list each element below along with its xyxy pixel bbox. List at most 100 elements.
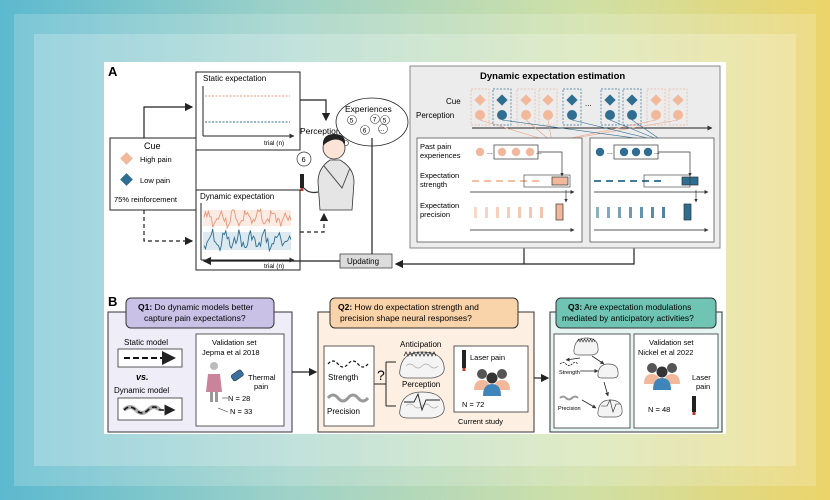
perception-dot bbox=[543, 110, 553, 120]
bubble-num-3-text: 5 bbox=[383, 118, 387, 125]
past-pain-label-1: Past pain bbox=[420, 142, 451, 151]
precision-bar bbox=[651, 207, 654, 218]
exp-precision-label-1: Expectation bbox=[420, 201, 459, 210]
exp-precision-label-2: precision bbox=[420, 210, 450, 219]
q1-line-2: capture pain expectations? bbox=[144, 313, 246, 323]
perception-dot bbox=[627, 110, 637, 120]
q3-validation-label: Validation set bbox=[649, 338, 694, 347]
person-sweater-stripe bbox=[323, 165, 351, 189]
jepma-label: Jepma et al 2018 bbox=[202, 348, 260, 357]
question-mark: ? bbox=[377, 367, 385, 383]
high-pain-subpanel-content: ...... bbox=[470, 144, 575, 232]
dynamic-model-label: Dynamic model bbox=[114, 386, 169, 395]
trial-frame bbox=[538, 88, 558, 126]
q3-strength-label: Strength bbox=[559, 370, 580, 376]
past-dot bbox=[475, 147, 485, 157]
bubble-num-4 bbox=[360, 125, 370, 135]
past-dot bbox=[511, 147, 521, 157]
mediation-brain-bottom bbox=[597, 399, 623, 418]
head-number-bubble bbox=[296, 151, 312, 167]
perception-dot bbox=[567, 110, 577, 120]
dots-ellipsis: ... bbox=[487, 149, 493, 156]
nickel-label: Nickel et al 2022 bbox=[638, 348, 693, 357]
q3-header bbox=[555, 297, 717, 329]
q3-line-1: Q3: Are expectation modulations bbox=[568, 302, 691, 312]
person-hair bbox=[322, 134, 346, 146]
high-pain-diamond bbox=[120, 152, 133, 165]
q3-arrow-2 bbox=[591, 355, 605, 365]
exp-strength-label-1: Expectation bbox=[420, 171, 459, 180]
laser-device bbox=[300, 174, 304, 188]
dynamic-axis-label: trial (n) bbox=[264, 263, 284, 270]
thermal-label-2: pain bbox=[254, 382, 268, 391]
precision-current bbox=[683, 203, 692, 221]
dots-ellipsis-2: ... bbox=[536, 149, 542, 156]
q2-group-icon bbox=[474, 369, 510, 396]
precision-bar bbox=[496, 207, 499, 218]
past-dot bbox=[643, 147, 653, 157]
q2-perception-label: Perception bbox=[402, 380, 440, 389]
row-perception-label: Perception bbox=[416, 111, 454, 120]
figure-svg: A Cue High pain Low pain 75% reinforceme… bbox=[107, 64, 723, 433]
perception-dot bbox=[521, 110, 531, 120]
past-dot bbox=[631, 147, 641, 157]
strength-label: Strength bbox=[328, 373, 358, 382]
laser-tip bbox=[300, 188, 304, 191]
high-trace bbox=[203, 207, 292, 230]
current-study-label: Current study bbox=[458, 417, 503, 426]
thermal-label-1: Thermal bbox=[248, 373, 276, 382]
vs-label: vs. bbox=[136, 372, 149, 382]
trial-frame bbox=[516, 88, 536, 126]
dots-ellipsis: ... bbox=[607, 149, 613, 156]
dynamic-traces bbox=[203, 207, 292, 253]
perception-dot bbox=[497, 110, 507, 120]
dynamic-model-arrow bbox=[123, 404, 176, 416]
q2-line-1: Q2: How do expectation strength and bbox=[338, 302, 479, 312]
experiences-label: Experiences bbox=[345, 104, 392, 114]
anticipation-label: Anticipation bbox=[400, 340, 441, 349]
static-title: Static expectation bbox=[203, 74, 266, 83]
thermode-icon bbox=[230, 369, 244, 382]
q2-laser-tip bbox=[462, 368, 466, 371]
perception-dot bbox=[651, 110, 661, 120]
trial-frame bbox=[470, 88, 490, 126]
static-to-perception-arrow bbox=[300, 99, 331, 122]
past-pain-label-2: experiences bbox=[420, 151, 461, 160]
static-model-label: Static model bbox=[124, 338, 168, 347]
mediation-brain-top bbox=[573, 337, 599, 356]
participant-leg-2 bbox=[215, 392, 218, 402]
q3-strength-curve bbox=[559, 362, 579, 366]
trial-frame bbox=[600, 88, 620, 126]
q2-branch-lines bbox=[374, 361, 396, 407]
precision-bar bbox=[596, 207, 599, 218]
perception-dot bbox=[673, 110, 683, 120]
perception-dot bbox=[475, 110, 485, 120]
row-cue-label: Cue bbox=[446, 97, 461, 106]
bubble-num-1 bbox=[347, 115, 357, 125]
trial-frame bbox=[668, 88, 688, 126]
precision-bar bbox=[529, 207, 532, 218]
precision-bar bbox=[518, 207, 521, 218]
participant-head bbox=[210, 362, 218, 370]
estimation-to-updating-line-2 bbox=[524, 246, 635, 265]
panel-b-label: B bbox=[108, 294, 117, 309]
person-arm bbox=[303, 187, 319, 194]
updating-label: Updating bbox=[347, 257, 379, 266]
strength-window bbox=[643, 174, 691, 188]
past-dot bbox=[595, 147, 605, 157]
n33-connector bbox=[217, 407, 229, 413]
bubble-num-4-text: 6 bbox=[363, 128, 367, 135]
low-pain-label: Low pain bbox=[140, 176, 170, 185]
q3-arrow-5 bbox=[603, 381, 609, 397]
head-number-text: 6 bbox=[302, 155, 306, 164]
n28-label: N = 28 bbox=[228, 394, 250, 403]
bubble-num-2 bbox=[370, 114, 380, 124]
precision-bar bbox=[640, 207, 643, 218]
dynamic-expectation-box bbox=[195, 189, 301, 271]
q2-header bbox=[329, 297, 519, 329]
bubble-num-5 bbox=[378, 124, 388, 134]
person-torso bbox=[317, 159, 355, 211]
low-trace bbox=[203, 228, 292, 253]
past-dot bbox=[497, 147, 507, 157]
bubble-ellipsis: ... bbox=[379, 126, 385, 133]
